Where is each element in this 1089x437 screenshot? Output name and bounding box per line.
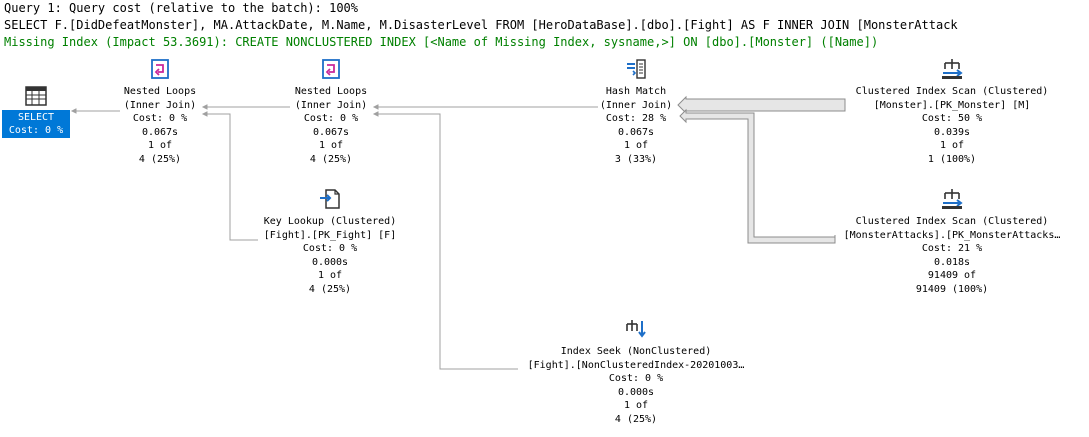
node-estimated-rows: 4 (25%) [614,413,658,425]
connector-nl2-to-nl1 [201,104,290,110]
clustered-index-scan-icon [942,59,963,79]
plan-node-clustered-scan-attacks[interactable]: Clustered Index Scan (Clustered) [Monste… [834,187,1070,296]
plan-node-select[interactable]: SELECT Cost: 0 % [2,84,70,138]
plan-node-hash-match[interactable]: Hash Match (Inner Join) Cost: 28 % 0.067… [588,57,684,166]
node-time: 0.067s [312,126,350,138]
key-lookup-icon [320,189,340,209]
node-title: Nested Loops [123,86,197,97]
node-estimated-rows: 4 (25%) [138,153,182,165]
connector-indexseek-to-nl2 [372,111,518,370]
plan-node-clustered-scan-monster[interactable]: Clustered Index Scan (Clustered) [Monste… [836,57,1068,166]
node-estimated-rows: 4 (25%) [309,153,353,165]
node-actual-rows: 1 of [318,140,344,151]
node-title: Clustered Index Scan (Clustered) [855,216,1049,227]
connector-keylookup-to-nl1 [201,111,258,241]
plan-node-nested-loops-1[interactable]: Nested Loops (Inner Join) Cost: 0 % 0.06… [109,57,211,166]
node-object: [Monster].[PK_Monster] [M] [873,99,1031,111]
node-actual-rows: 1 of [623,400,649,411]
node-time: 0.000s [617,386,655,398]
thick-connector-monster-to-hash [677,95,846,115]
node-time: 0.000s [311,256,349,268]
node-title: Nested Loops [294,86,368,97]
node-estimated-rows: 1 (100%) [927,153,977,165]
node-estimated-rows: 91409 (100%) [915,283,989,295]
node-estimated-rows: 3 (33%) [614,153,658,165]
node-cost: Cost: 0 % [132,113,188,124]
thick-connector-attacks-to-hash [679,108,836,244]
nested-loops-icon [322,59,340,79]
node-subtitle: (Inner Join) [599,99,673,111]
node-title: Clustered Index Scan (Clustered) [855,86,1049,97]
plan-node-nested-loops-2[interactable]: Nested Loops (Inner Join) Cost: 0 % 0.06… [280,57,382,166]
node-estimated-rows: 4 (25%) [308,283,352,295]
missing-index-hint[interactable]: Missing Index (Impact 53.3691): CREATE N… [4,35,879,49]
nested-loops-icon [151,59,169,79]
select-cost: Cost: 0 % [8,125,64,136]
node-cost: Cost: 0 % [302,243,358,254]
hash-match-icon [627,59,646,79]
node-subtitle: (Inner Join) [123,99,197,111]
node-title: Index Seek (NonClustered) [560,346,712,357]
node-time: 0.039s [933,126,971,138]
select-label: SELECT [17,112,55,123]
node-cost: Cost: 50 % [921,113,983,124]
node-time: 0.067s [141,126,179,138]
node-cost: Cost: 21 % [921,243,983,254]
node-actual-rows: 1 of [317,270,343,281]
plan-node-key-lookup[interactable]: Key Lookup (Clustered) [Fight].[PK_Fight… [244,187,416,296]
node-cost: Cost: 28 % [605,113,667,124]
node-actual-rows: 91409 of [927,270,977,281]
node-object: [Fight].[NonClusteredIndex-20201003… [527,359,745,371]
query-cost-summary: Query 1: Query cost (relative to the bat… [4,1,359,15]
select-selected-label[interactable]: SELECT Cost: 0 % [2,110,70,138]
node-object: [Fight].[PK_Fight] [F] [263,229,397,241]
select-table-icon [25,86,47,106]
connector-hash-to-nl2 [372,104,598,110]
node-title: Hash Match [605,86,667,97]
node-actual-rows: 1 of [623,140,649,151]
node-cost: Cost: 0 % [303,113,359,124]
node-actual-rows: 1 of [939,140,965,151]
node-time: 0.018s [933,256,971,268]
clustered-index-scan-icon [942,189,963,209]
node-subtitle: (Inner Join) [294,99,368,111]
index-seek-icon [626,320,646,338]
plan-node-index-seek[interactable]: Index Seek (NonClustered) [Fight].[NonCl… [512,317,760,426]
connector-nl1-to-select [70,108,120,114]
node-title: Key Lookup (Clustered) [263,216,397,227]
node-object: [MonsterAttacks].[PK_MonsterAttacks… [843,229,1061,241]
node-actual-rows: 1 of [147,140,173,151]
node-time: 0.067s [617,126,655,138]
sql-statement: SELECT F.[DidDefeatMonster], MA.AttackDa… [4,18,958,32]
node-cost: Cost: 0 % [608,373,664,384]
